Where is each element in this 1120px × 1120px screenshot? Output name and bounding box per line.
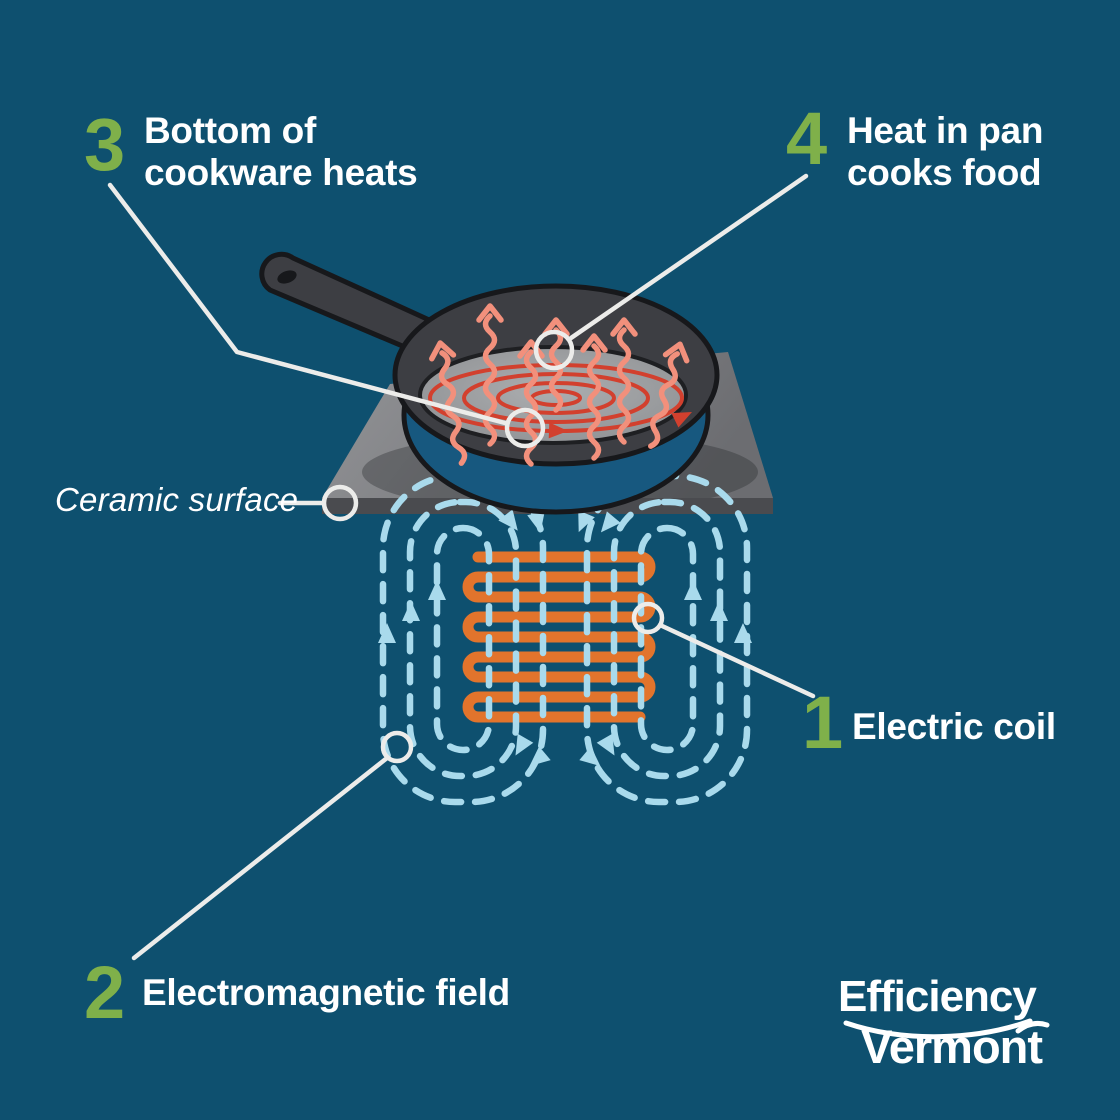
- field-arrow-down: [578, 510, 595, 533]
- heat-arrow: [580, 333, 608, 461]
- callout-line-1: [657, 622, 816, 699]
- eddy-ring: [496, 381, 616, 415]
- callout-circle-ceramic: [321, 484, 359, 522]
- label-line: Heat in pan: [847, 110, 1044, 151]
- callout-label-1: Electric coil: [852, 706, 1056, 747]
- field-arrow-down: [596, 733, 615, 756]
- heat-arrow: [542, 317, 570, 413]
- heat-arrow: [476, 303, 504, 447]
- field-arrow-up: [402, 601, 420, 621]
- field-arrow-up: [710, 601, 728, 621]
- heat-arrows: [429, 303, 690, 467]
- field-arrow-down: [515, 733, 534, 756]
- field-direction-arrows: [378, 509, 752, 767]
- logo-swoosh: [843, 1018, 1050, 1040]
- eddy-current-arrows: [548, 412, 692, 439]
- callout-line-2: [131, 755, 390, 961]
- callout-circle-2: [380, 730, 414, 764]
- pan-handle: [259, 251, 441, 359]
- callout-label-3: Bottom of cookware heats: [144, 110, 418, 194]
- field-arrow-up: [428, 580, 446, 600]
- eddy-arrow: [671, 412, 692, 428]
- eddy-arrow: [548, 422, 568, 439]
- callout-number-4: 4: [786, 97, 827, 180]
- field-arrow-down: [579, 746, 601, 767]
- field-arrow-down: [527, 511, 545, 533]
- heat-arrow: [610, 317, 638, 445]
- eddy-ring: [462, 372, 650, 424]
- label-line: Bottom of: [144, 110, 316, 151]
- callout-number-3: 3: [84, 103, 125, 186]
- field-loop: [610, 498, 724, 780]
- callout-line-3: [107, 182, 508, 426]
- field-loop: [406, 498, 520, 780]
- field-arrow-up: [734, 623, 752, 643]
- field-loop: [433, 524, 493, 754]
- heat-arrow: [648, 341, 690, 449]
- callout-circle-3: [504, 407, 546, 449]
- electric-coil: [462, 551, 656, 723]
- callout-number-2: 2: [84, 951, 125, 1034]
- field-arrow-down: [529, 746, 551, 767]
- callout-lines: [107, 173, 816, 961]
- ceramic-surface-label: Ceramic surface: [55, 481, 299, 518]
- field-arrow-down: [600, 511, 621, 533]
- callout-number-1: 1: [802, 681, 843, 764]
- logo-vermont: Vermont: [861, 1020, 1043, 1073]
- logo-efficiency: Efficiency: [838, 972, 1037, 1021]
- callout-circle-1: [631, 601, 665, 635]
- label-line: cookware heats: [144, 152, 418, 193]
- callout-label-2: Electromagnetic field: [142, 972, 510, 1013]
- field-arrow-up: [378, 623, 396, 643]
- callout-circle-4: [533, 329, 575, 371]
- field-arrow-down: [498, 509, 518, 531]
- label-line: cooks food: [847, 152, 1042, 193]
- callout-line-4: [568, 173, 809, 341]
- callout-label-4: Heat in pan cooks food: [847, 110, 1043, 194]
- pan-handle-hole: [277, 270, 297, 284]
- field-arrow-up: [684, 580, 702, 600]
